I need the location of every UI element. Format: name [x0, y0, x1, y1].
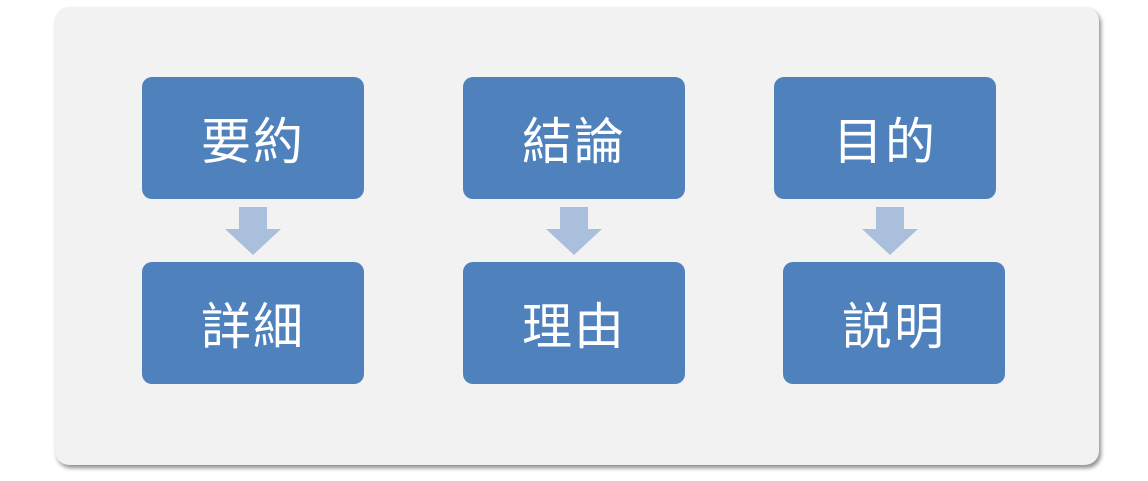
box-purpose-label: 目的: [833, 113, 937, 171]
box-explanation-label: 説明: [842, 298, 946, 356]
box-conclusion: 結論: [463, 77, 685, 199]
down-arrow-icon: [546, 207, 602, 255]
box-summary-label: 要約: [201, 113, 305, 171]
box-detail-label: 詳細: [201, 298, 305, 356]
box-explanation: 説明: [783, 262, 1005, 384]
box-summary: 要約: [142, 77, 364, 199]
box-detail: 詳細: [142, 262, 364, 384]
down-arrow-icon: [225, 207, 281, 255]
box-reason: 理由: [463, 262, 685, 384]
box-conclusion-label: 結論: [522, 113, 626, 171]
down-arrow-icon: [862, 207, 918, 255]
box-purpose: 目的: [774, 77, 996, 199]
box-reason-label: 理由: [522, 298, 626, 356]
